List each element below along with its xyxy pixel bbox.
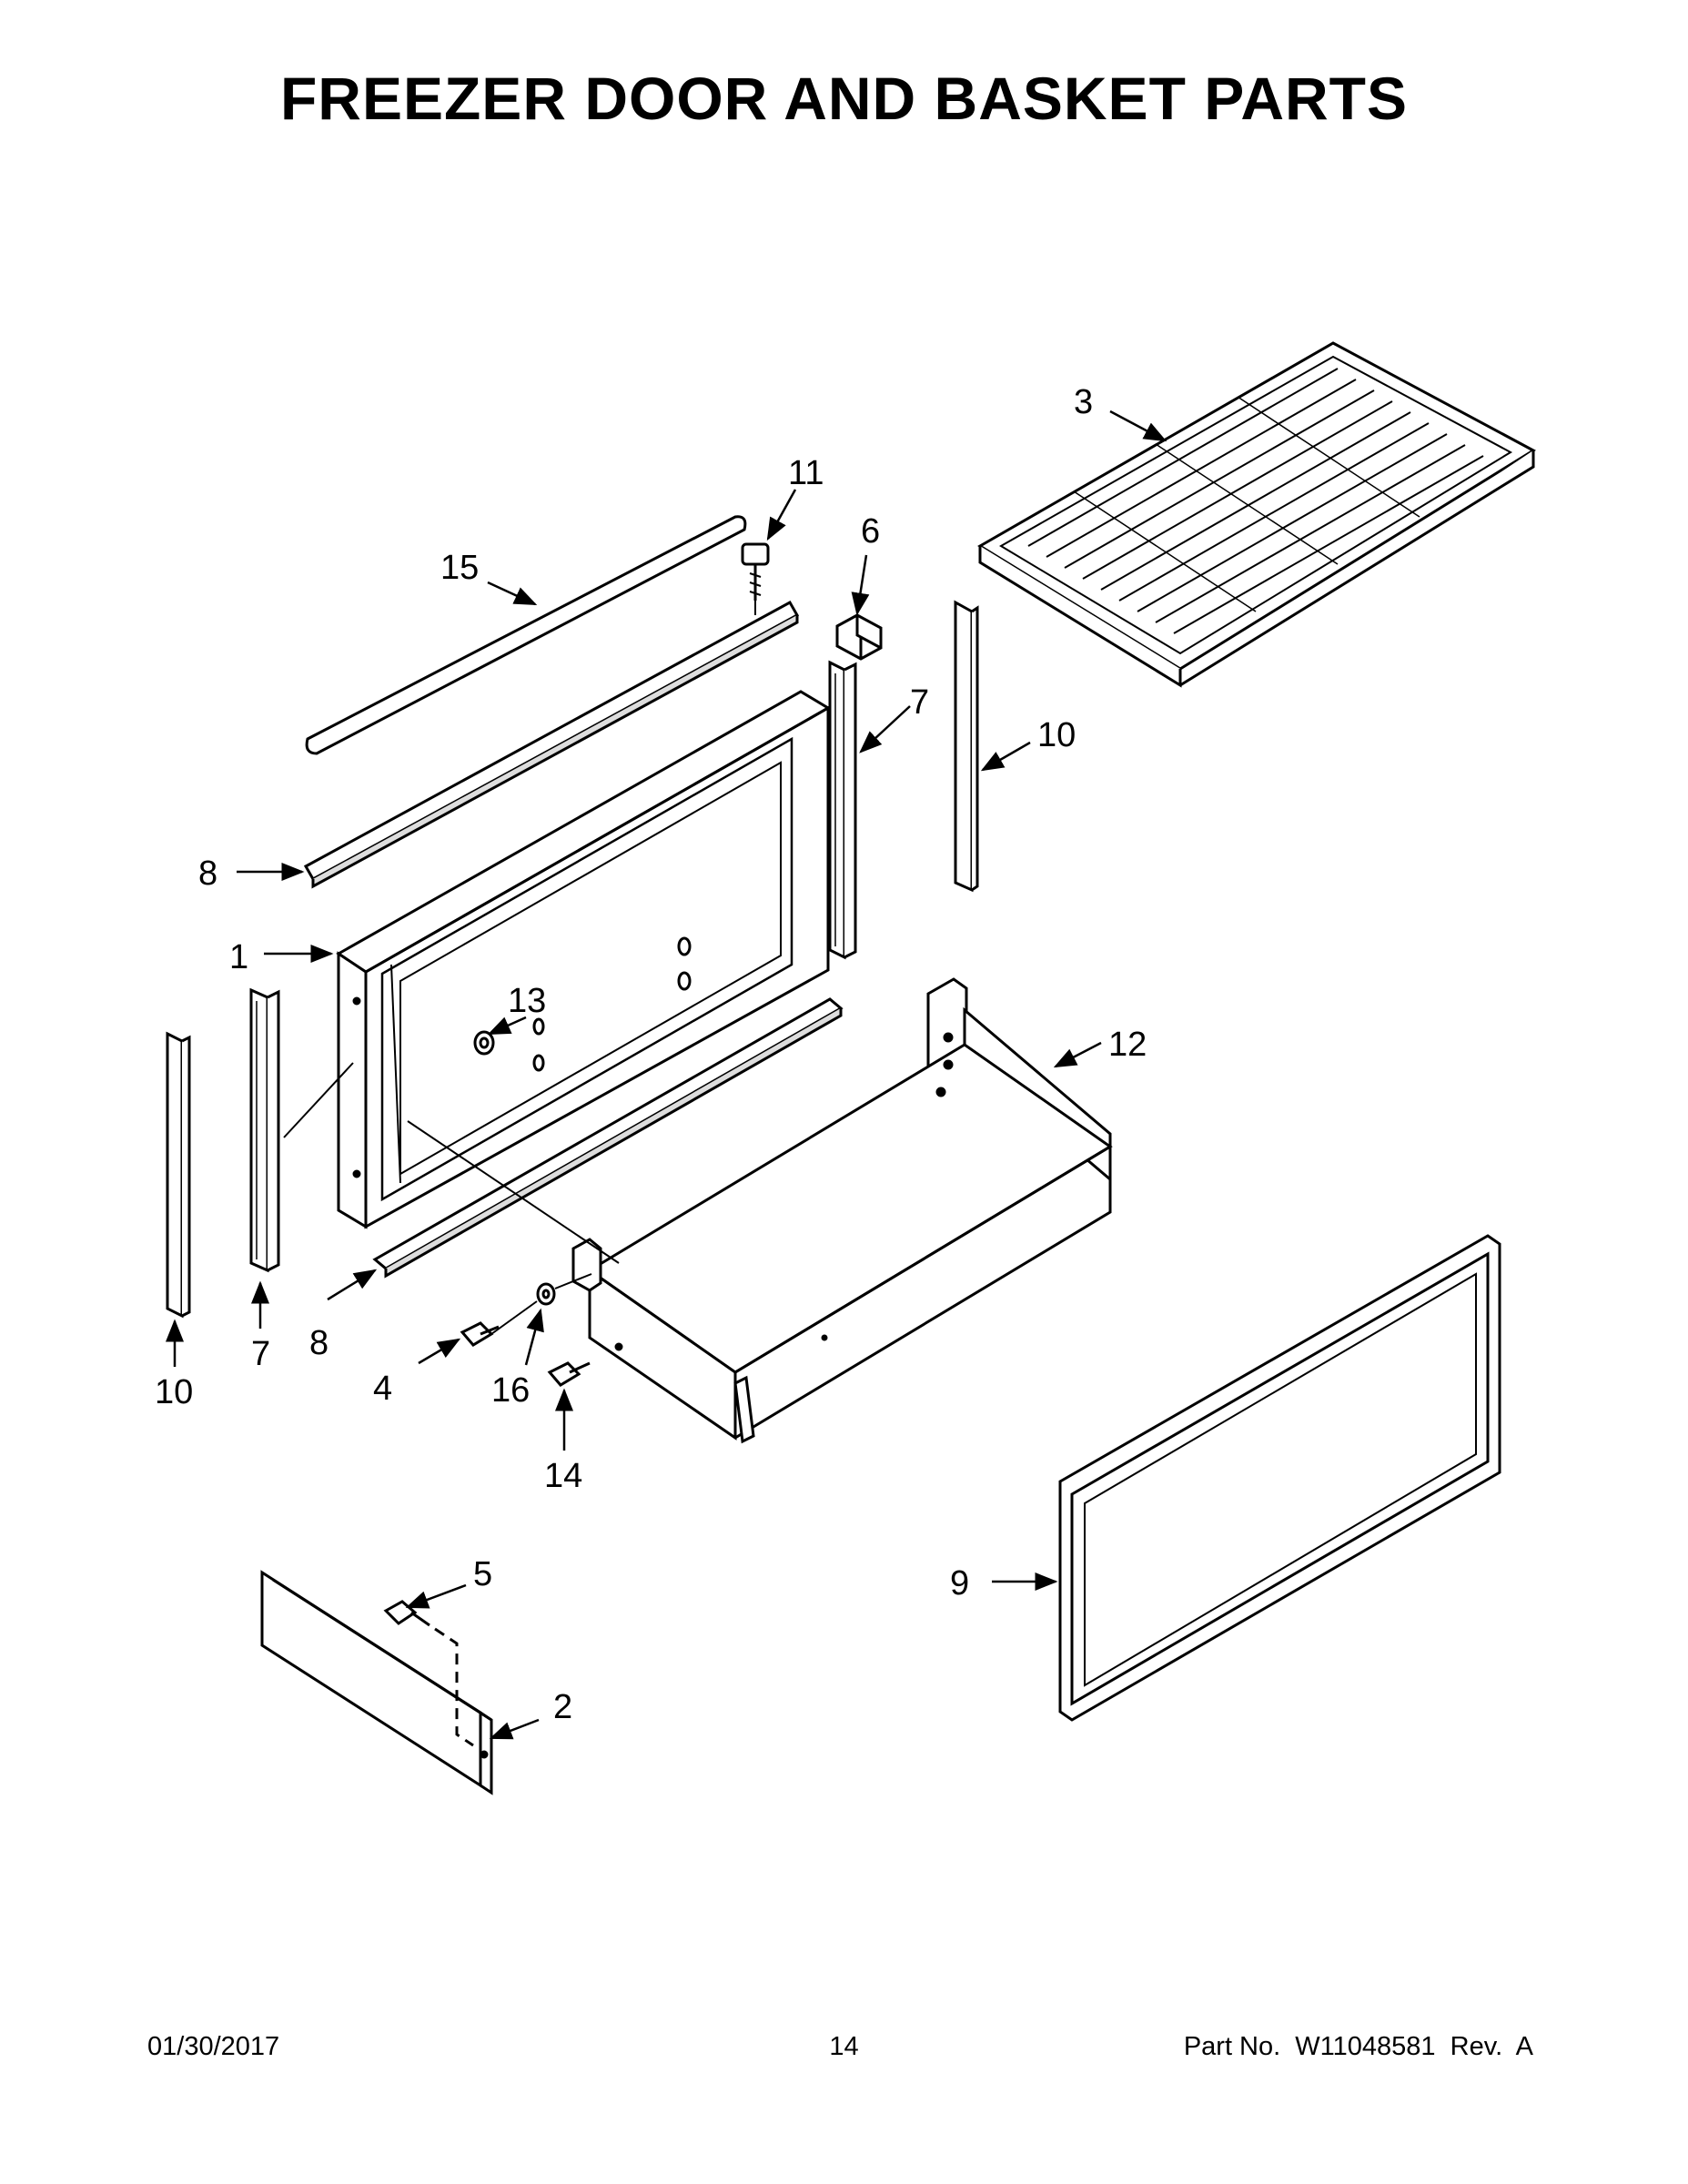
part-10-left-strip — [166, 1031, 191, 1319]
part-13-bumper — [473, 1030, 495, 1056]
callout-8-bottom: 8 — [309, 1324, 329, 1362]
callout-7-left: 7 — [251, 1335, 270, 1373]
part-11-screw — [741, 542, 770, 601]
callout-10-left: 10 — [155, 1373, 193, 1411]
page-title: FREEZER DOOR AND BASKET PARTS — [279, 65, 1409, 132]
part-7-right-channel — [828, 660, 857, 960]
part-2-panel — [260, 1570, 493, 1795]
part-5-screw — [383, 1600, 474, 1747]
callout-8-top: 8 — [198, 854, 217, 893]
part-15-tube — [305, 515, 747, 755]
part-1-door-frame — [336, 690, 831, 1229]
callout-2: 2 — [553, 1688, 572, 1726]
part-3-basket-shelf — [977, 341, 1537, 688]
assembly-leader-lines — [283, 601, 756, 1335]
part-7-left-channel — [249, 987, 280, 1273]
callout-7-right: 7 — [910, 683, 929, 722]
part-9-gasket — [1058, 1234, 1501, 1722]
callout-15: 15 — [440, 549, 479, 587]
callout-arrows — [166, 410, 1167, 1740]
part-6-clip — [835, 613, 883, 661]
callout-13: 13 — [508, 982, 546, 1020]
part-16-washer — [536, 1282, 556, 1306]
part-8-bottom-trim — [372, 997, 844, 1279]
callout-4: 4 — [373, 1370, 392, 1408]
callout-11: 11 — [788, 454, 824, 492]
part-8-top-trim — [303, 600, 800, 889]
callout-16: 16 — [491, 1371, 530, 1410]
callout-labels: 3 11 6 15 7 10 8 1 13 12 8 7 10 4 16 14 … — [155, 383, 1147, 1726]
part-14-screw — [547, 1361, 591, 1387]
footer-date: 01/30/2017 — [147, 2032, 280, 2061]
part-4-screw — [460, 1321, 500, 1347]
callout-14: 14 — [544, 1457, 582, 1495]
callout-10-right: 10 — [1037, 716, 1076, 754]
callout-1: 1 — [229, 938, 248, 976]
footer-page-number: 14 — [829, 2032, 859, 2061]
callout-9: 9 — [950, 1564, 969, 1603]
callout-12: 12 — [1108, 1026, 1147, 1064]
callout-5: 5 — [473, 1555, 492, 1593]
callout-3: 3 — [1074, 383, 1093, 421]
part-12-basket — [571, 977, 1113, 1444]
footer-part-number: Part No. W11048581 Rev. A — [1183, 2032, 1533, 2061]
part-10-right-strip — [954, 600, 979, 893]
callout-6: 6 — [861, 512, 880, 551]
